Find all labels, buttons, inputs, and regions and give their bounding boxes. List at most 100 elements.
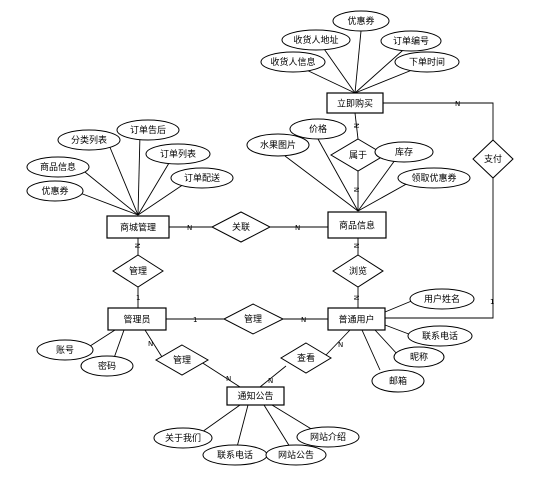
edge-user-username: [384, 299, 415, 313]
attribute-contact-phone-user: 联系电话: [407, 325, 473, 347]
attribute-site-notice-label: 网站公告: [278, 449, 314, 461]
edge-admin-password: [113, 329, 125, 359]
attribute-about-us: 关于我们: [153, 427, 213, 449]
card-manage-admin: 1: [136, 294, 140, 302]
edge-admin-manage-notice: [144, 329, 163, 358]
edge-manage-notice-notice: [197, 359, 241, 388]
attribute-product-image-shape: [246, 133, 310, 157]
relationship-view-shape: [280, 342, 332, 374]
card-mall-associate: N: [187, 224, 192, 232]
attribute-order-shipped-shape: [116, 119, 180, 141]
edge-view-notice: [259, 365, 287, 388]
relationship-associate-shape: [210, 211, 272, 243]
attribute-order-list-shape: [145, 143, 211, 165]
attribute-coupon-top-shape: [332, 10, 390, 32]
attribute-contact-phone-notice: 联系电话: [202, 444, 268, 466]
attribute-site-notice-shape: [265, 444, 327, 466]
attribute-coupon-left-shape: [26, 180, 84, 202]
edge-pay-user: [385, 178, 494, 319]
attribute-order-delivery-shape: [170, 167, 234, 189]
edge-mall-coupon: [79, 192, 139, 216]
card-manage-user: N: [301, 316, 306, 324]
attribute-receiver-address: 收货人地址: [281, 29, 351, 51]
relationship-manage-mall: 管理: [112, 254, 164, 288]
attribute-email-shape: [371, 369, 425, 393]
attribute-receiver-info-label: 收货人信息: [270, 56, 315, 68]
connector-lines: [79, 30, 494, 448]
attribute-order-list-label: 订单列表: [160, 148, 196, 160]
attribute-contact-phone-user-label: 联系电话: [422, 330, 458, 342]
attribute-site-intro-shape: [296, 426, 360, 448]
attribute-claim-coupon: 领取优惠券: [397, 167, 471, 189]
attribute-category-list: 分类列表: [57, 129, 121, 151]
card-purchase-pay: N: [455, 100, 460, 108]
attribute-order-list: 订单列表: [145, 143, 211, 165]
entity-user-box: [327, 307, 386, 331]
attribute-password-label: 密码: [98, 360, 116, 372]
relationship-browse-label: 浏览: [349, 265, 367, 277]
attribute-product-info: 商品信息: [26, 156, 90, 178]
relationship-manage-mall-label: 管理: [129, 265, 147, 277]
attribute-contact-phone-notice-label: 联系电话: [217, 449, 253, 461]
edge-notice-site-notice: [263, 404, 291, 448]
attribute-account-shape: [36, 339, 94, 361]
relationship-belongs-to-label: 属于: [349, 150, 367, 161]
relationship-manage-mall-shape: [112, 254, 164, 288]
entity-user-label: 普通用户: [338, 314, 374, 326]
relationship-manage-user-shape: [222, 303, 285, 335]
entity-notice-label: 通知公告: [237, 390, 273, 402]
attribute-category-list-label: 分类列表: [71, 134, 107, 146]
relationship-manage-notice: 管理: [154, 344, 210, 376]
relationship-view-label: 查看: [297, 352, 315, 364]
attribute-account: 账号: [36, 339, 94, 361]
attribute-username: 用户姓名: [409, 288, 475, 310]
entity-mall-mgmt-label: 商城管理: [120, 222, 156, 234]
attribute-stock: 库存: [374, 141, 434, 163]
relationship-manage-user-label: 管理: [244, 313, 262, 325]
attribute-price-label: 价格: [309, 123, 327, 135]
attribute-receiver-info: 收货人信息: [260, 51, 326, 73]
entity-user: 普通用户: [327, 307, 386, 331]
relationship-manage-notice-label: 管理: [173, 354, 191, 366]
attribute-about-us-shape: [153, 427, 213, 449]
attribute-stock-shape: [374, 141, 434, 163]
entity-product-info: 商品信息: [327, 211, 387, 239]
attribute-coupon-left: 优惠券: [26, 180, 84, 202]
edge-user-view: [325, 329, 351, 356]
edge-notice-contact-phone: [236, 404, 249, 448]
attribute-price: 价格: [289, 118, 347, 140]
relationship-browse: 浏览: [332, 254, 384, 288]
relationship-associate: 关联: [210, 211, 272, 243]
entity-admin-box: [107, 307, 167, 331]
attribute-stock-label: 库存: [395, 146, 413, 158]
attribute-nickname-label: 昵称: [410, 351, 428, 363]
attribute-coupon-top: 优惠券: [332, 10, 390, 32]
edge-purchase-coupon: [354, 30, 362, 94]
entity-purchase-label: 立即购买: [337, 98, 373, 110]
attribute-contact-phone-user-shape: [407, 325, 473, 347]
edge-product-claim-coupon: [357, 181, 411, 212]
attribute-order-delivery: 订单配送: [170, 167, 234, 189]
card-mall-manage: N: [133, 243, 141, 248]
relationship-associate-label: 关联: [232, 221, 250, 233]
attribute-order-shipped: 订单告后: [116, 119, 180, 141]
card-product-browse: N: [352, 243, 360, 248]
attribute-order-shipped-label: 订单告后: [130, 124, 166, 136]
relationship-manage-user: 管理: [222, 303, 285, 335]
relationship-manage-notice-shape: [154, 344, 210, 376]
card-pay-user: 1: [490, 298, 494, 306]
edge-mall-order-list: [137, 157, 173, 216]
relationship-browse-shape: [332, 254, 384, 288]
edge-product-price: [317, 138, 359, 212]
relationship-view: 查看: [280, 342, 332, 374]
entity-notice: 通知公告: [226, 386, 285, 406]
attribute-order-no: 订单编号: [380, 30, 442, 52]
attribute-product-image-label: 水果图片: [260, 139, 296, 151]
attribute-claim-coupon-label: 领取优惠券: [411, 172, 456, 184]
attribute-account-label: 账号: [56, 345, 74, 356]
attribute-category-list-shape: [57, 129, 121, 151]
attribute-claim-coupon-shape: [397, 167, 471, 189]
card-admin-manage: 1: [193, 316, 197, 324]
attribute-about-us-label: 关于我们: [165, 432, 201, 444]
